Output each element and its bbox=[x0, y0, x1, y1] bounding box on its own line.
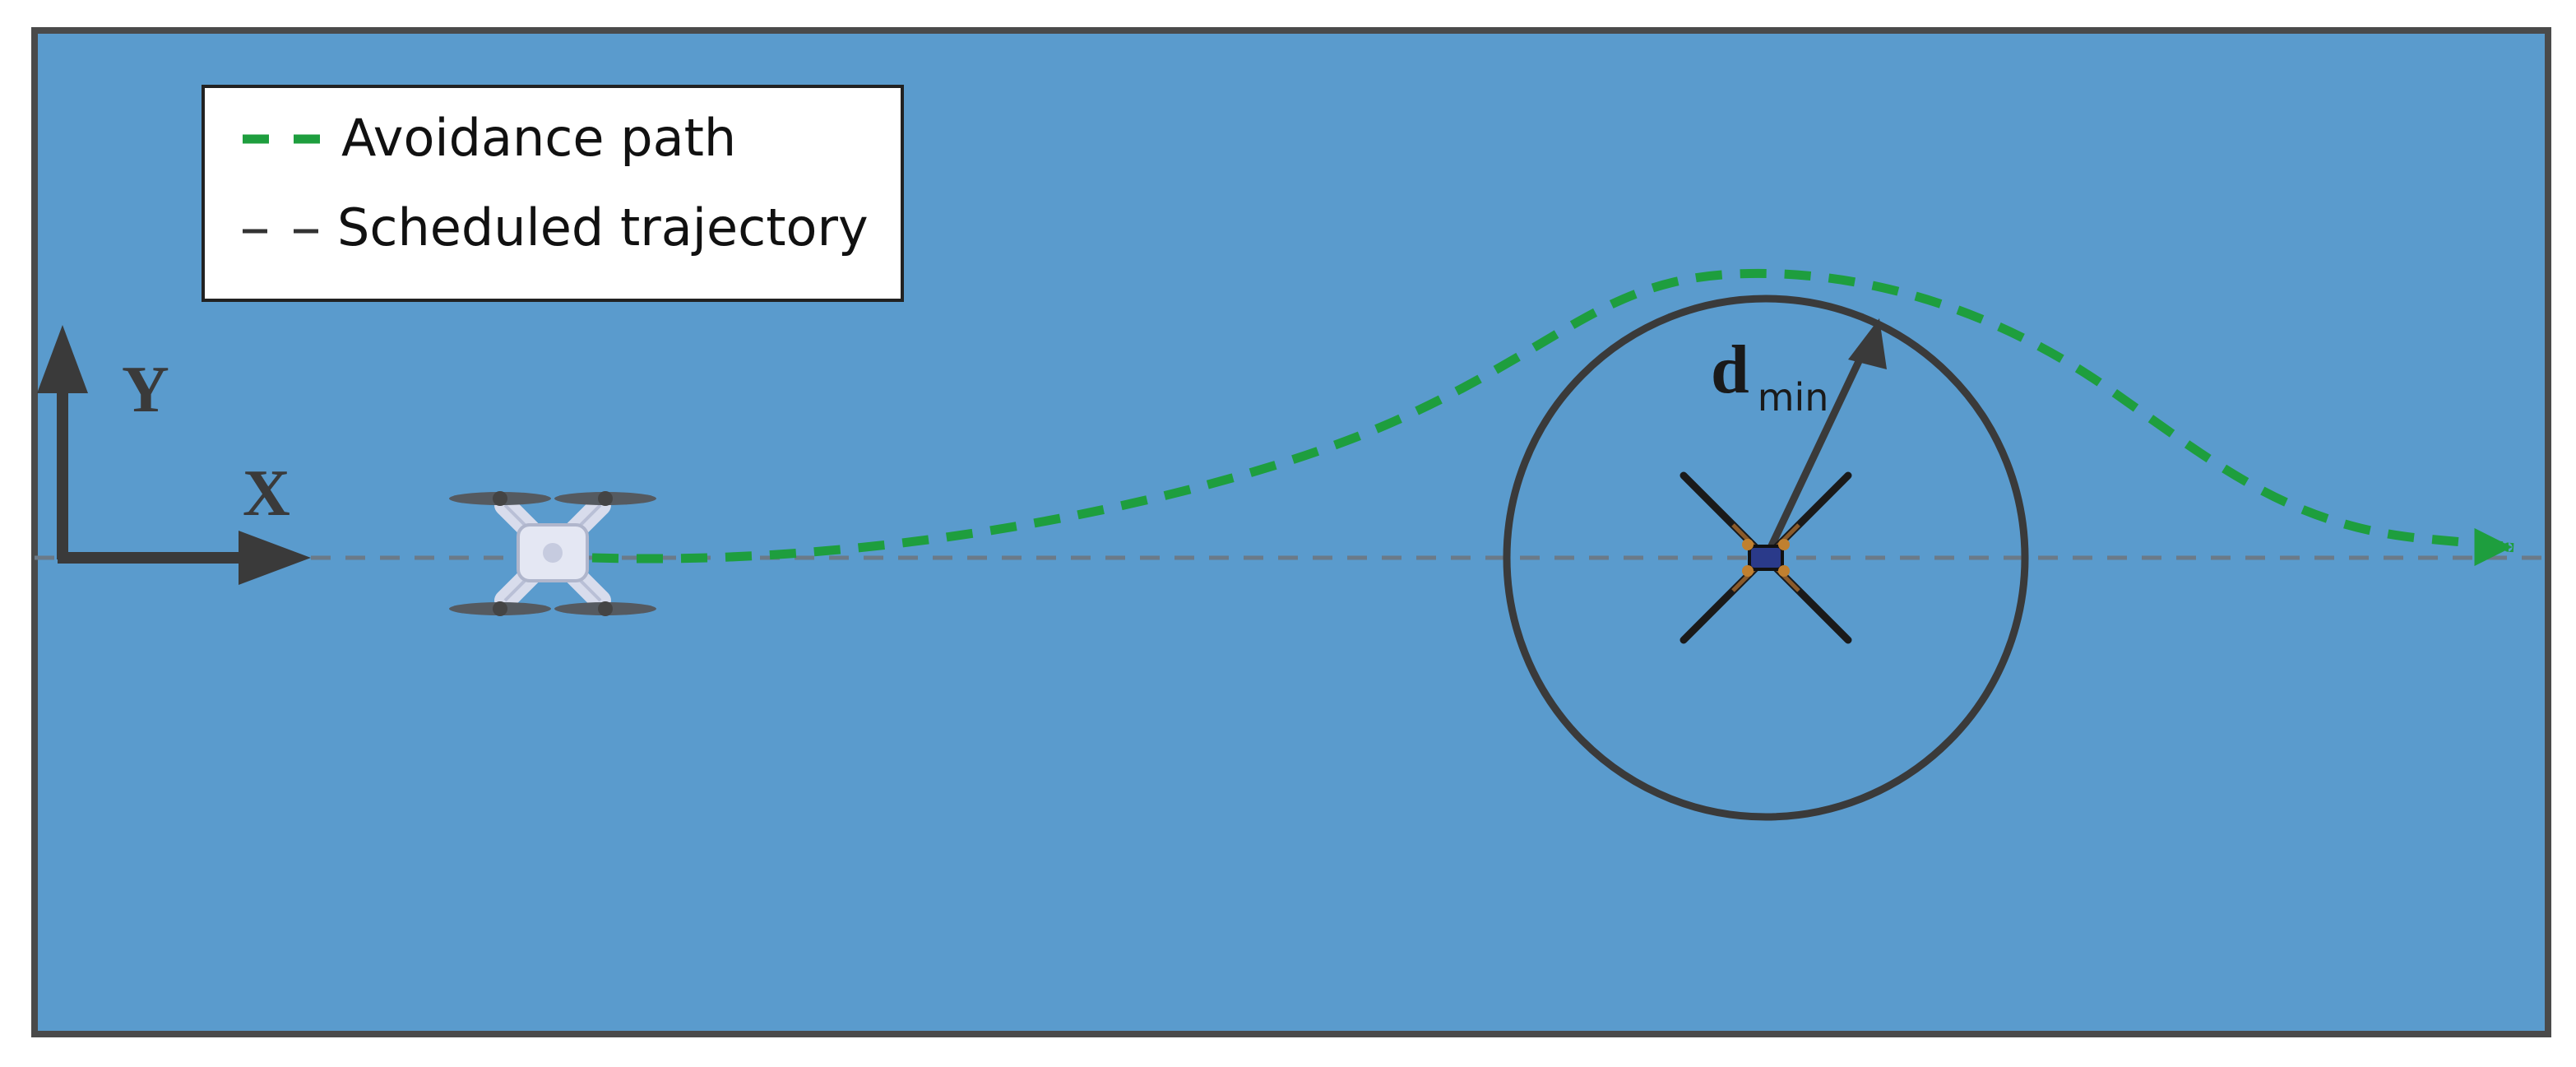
white-quadcopter-icon bbox=[449, 491, 656, 616]
coordinate-axes bbox=[37, 325, 311, 585]
legend-avoidance-label: Avoidance path bbox=[341, 108, 736, 168]
avoidance-path-curve bbox=[591, 268, 2522, 567]
legend: Avoidance path Scheduled trajectory bbox=[202, 85, 904, 302]
y-axis-label: Y bbox=[122, 354, 169, 426]
dmin-radius-arrow bbox=[1762, 318, 1887, 559]
safety-circle bbox=[1503, 295, 2029, 821]
dmin-subscript-text: min bbox=[1758, 375, 1829, 420]
legend-scheduled-label: Scheduled trajectory bbox=[337, 197, 869, 257]
black-quadcopter-icon bbox=[1679, 471, 1852, 644]
x-axis-label: X bbox=[243, 457, 290, 530]
legend-box bbox=[202, 85, 904, 302]
dmin-main-text: d bbox=[1711, 332, 1749, 408]
